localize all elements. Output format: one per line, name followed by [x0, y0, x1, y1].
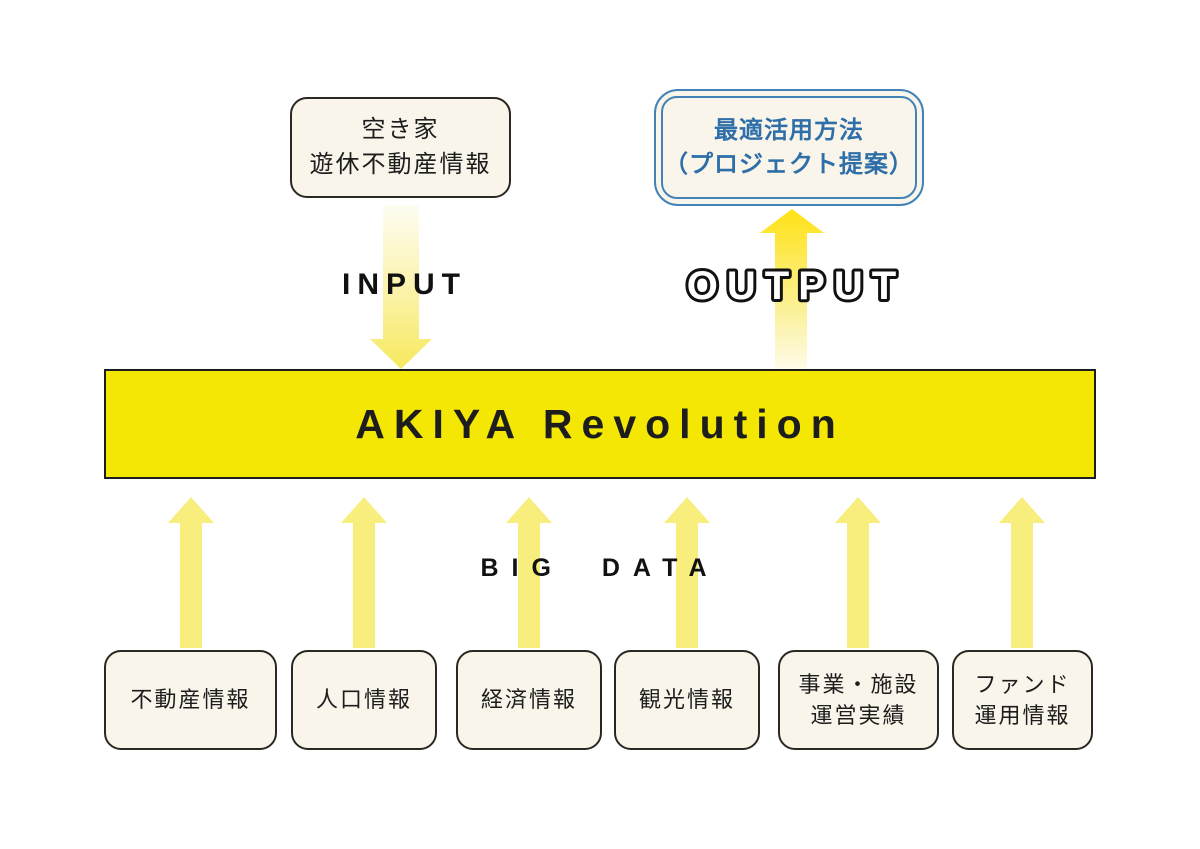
output-result-line-1: 最適活用方法 [714, 116, 864, 144]
arrow-shaft [847, 523, 869, 648]
data-box-tourism: 観光情報 [614, 650, 760, 750]
banner-title: AKIYA Revolution [355, 400, 845, 447]
arrow-head [506, 497, 552, 523]
output-up-arrow [760, 209, 824, 369]
output-label: OUTPUT [684, 261, 905, 311]
arrow-head [341, 497, 387, 523]
arrow-shaft [676, 523, 698, 648]
output-result-box: 最適活用方法 （プロジェクト提案） [654, 89, 924, 206]
arrow-head [168, 497, 214, 523]
arrow-head [664, 497, 710, 523]
data-box-line-2: 運用情報 [974, 703, 1071, 728]
input-down-arrow-shape [370, 205, 432, 369]
arrow-head [999, 497, 1045, 523]
input-label: INPUT [342, 268, 467, 301]
data-box-line-1: 事業・施設 [798, 671, 919, 697]
data-box-economy: 経済情報 [456, 650, 602, 750]
data-up-arrow-6 [999, 497, 1045, 648]
input-source-line-1: 空き家 [361, 116, 440, 144]
data-up-arrow-2 [341, 497, 387, 648]
data-box-population: 人口情報 [291, 650, 437, 750]
arrow-shaft [180, 523, 202, 648]
data-up-arrow-1 [168, 497, 214, 648]
data-up-arrow-3 [506, 497, 552, 648]
data-up-arrow-5 [835, 497, 881, 648]
akiya-revolution-banner: AKIYA Revolution [104, 369, 1096, 479]
output-up-arrow-shape [760, 209, 824, 369]
big-data-label: BIG DATA [480, 554, 720, 582]
data-box-line-1: 観光情報 [638, 687, 735, 713]
data-box-line-2: 運営実績 [810, 703, 907, 728]
arrow-shaft [1011, 523, 1033, 648]
input-source-line-2: 遊休不動産情報 [309, 150, 492, 178]
arrow-shaft [518, 523, 540, 648]
arrow-shaft [353, 523, 375, 648]
data-box-line-1: 人口情報 [315, 687, 412, 713]
data-up-arrow-4 [664, 497, 710, 648]
data-box-line-1: ファンド [974, 671, 1071, 697]
data-box-business-facility: 事業・施設 運営実績 [778, 650, 939, 750]
data-box-line-1: 経済情報 [480, 687, 577, 713]
output-label-text: OUTPUT [687, 264, 905, 308]
data-box-fund: ファンド 運用情報 [952, 650, 1093, 750]
data-box-line-1: 不動産情報 [130, 687, 251, 713]
output-result-box-inner: 最適活用方法 （プロジェクト提案） [661, 96, 917, 199]
data-box-real-estate: 不動産情報 [104, 650, 277, 750]
output-result-line-2: （プロジェクト提案） [664, 150, 914, 178]
arrow-head [835, 497, 881, 523]
input-source-box: 空き家 遊休不動産情報 [290, 97, 511, 198]
input-down-arrow [370, 205, 432, 369]
